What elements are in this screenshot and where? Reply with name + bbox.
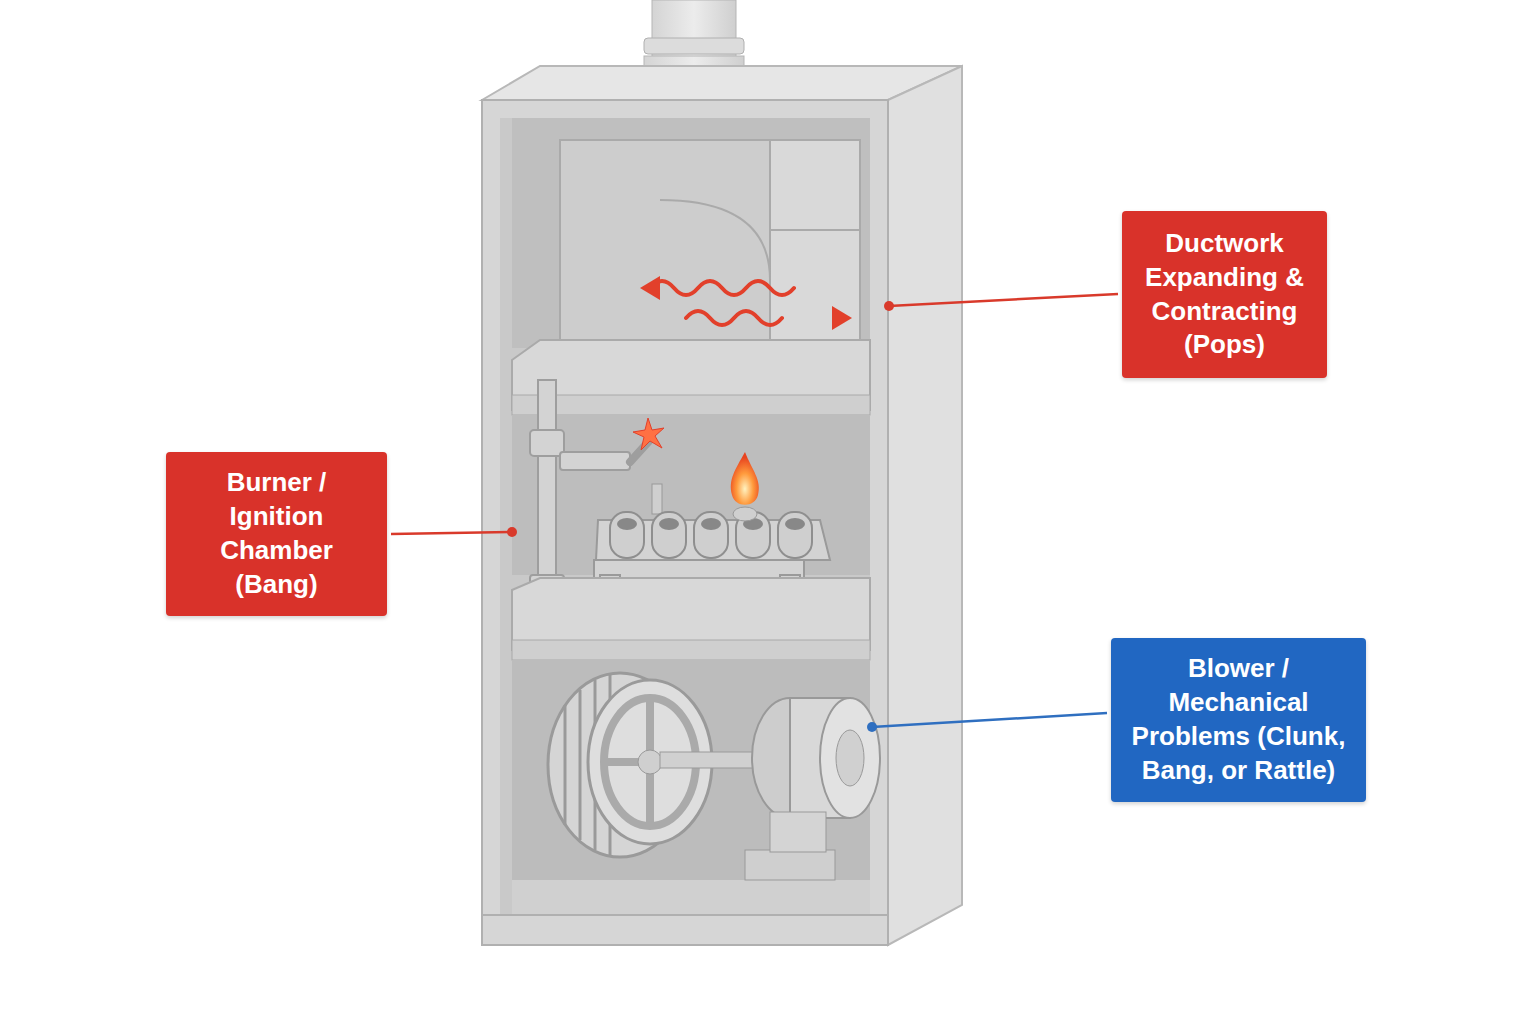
callout-box: Burner / Ignition Chamber (Bang): [166, 452, 387, 616]
leader-line: [391, 294, 1118, 732]
callout-text: Blower / Mechanical Problems (Clunk, Ban…: [1125, 652, 1352, 787]
callout-box: Blower / Mechanical Problems (Clunk, Ban…: [1111, 638, 1366, 802]
callout-text: Burner / Ignition Chamber (Bang): [180, 466, 373, 601]
callout-text: Ductwork Expanding & Contracting (Pops): [1136, 227, 1313, 362]
callout-box: Ductwork Expanding & Contracting (Pops): [1122, 211, 1327, 378]
